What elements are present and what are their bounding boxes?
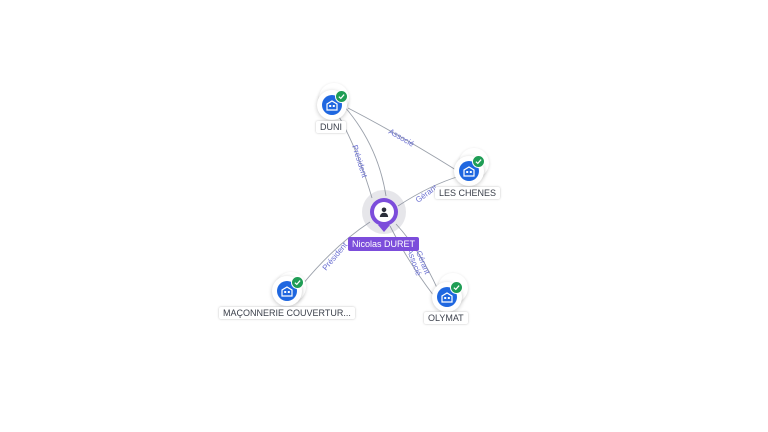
company-label-olymat: OLYMAT: [424, 312, 468, 324]
building-icon: [441, 292, 453, 303]
user-icon: [379, 207, 389, 217]
verified-check-icon: [291, 276, 304, 289]
edge-person-les-chenes: [397, 175, 461, 207]
building-icon: [281, 286, 293, 297]
verified-check-icon: [472, 155, 485, 168]
edge-label-president-duni: Président: [350, 144, 369, 180]
edge-person-olymat-2: [389, 225, 435, 297]
building-icon: [463, 166, 475, 177]
edge-person-maconnerie: [301, 221, 371, 286]
edge-person-duni-2: [343, 105, 387, 197]
edge-duni-les-chenes: [347, 107, 457, 171]
person-label: Nicolas DURET: [348, 237, 420, 251]
edge-label-associe-duni-les-chenes: Associé: [387, 127, 416, 149]
company-label-duni: DUNI: [316, 121, 346, 133]
edge-person-olymat-1: [395, 223, 439, 291]
verified-check-icon: [450, 281, 463, 294]
verified-check-icon: [335, 90, 348, 103]
company-label-maconnerie: MAÇONNERIE COUVERTUR...: [219, 307, 355, 319]
company-label-les-chenes: LES CHENES: [435, 187, 501, 199]
edge-person-duni-1: [336, 112, 373, 199]
edge-label-president-maconnerie: Président: [321, 240, 350, 272]
building-icon: [326, 100, 338, 111]
